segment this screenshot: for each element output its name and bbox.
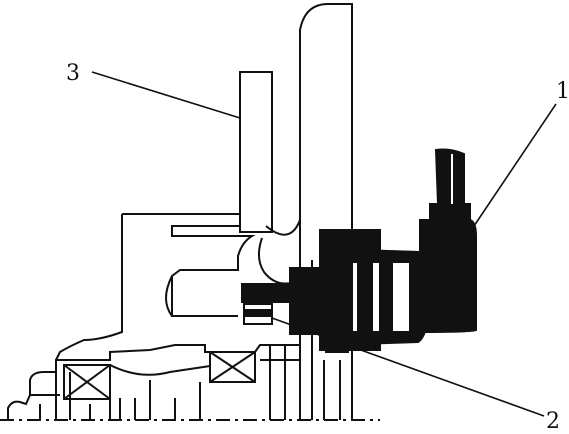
leader-3	[91, 71, 241, 119]
callout-leaders	[91, 71, 557, 417]
leader-1	[473, 103, 557, 227]
leader-2	[271, 317, 545, 417]
callout-label-1: 1	[556, 79, 569, 104]
callout-label-2: 2	[546, 409, 560, 434]
part-3-shield-plate	[239, 71, 273, 233]
hub-housing	[55, 205, 267, 361]
callout-label-3: 3	[66, 61, 80, 86]
shaft-assembly	[7, 344, 301, 420]
sensor-assembly	[241, 148, 477, 353]
